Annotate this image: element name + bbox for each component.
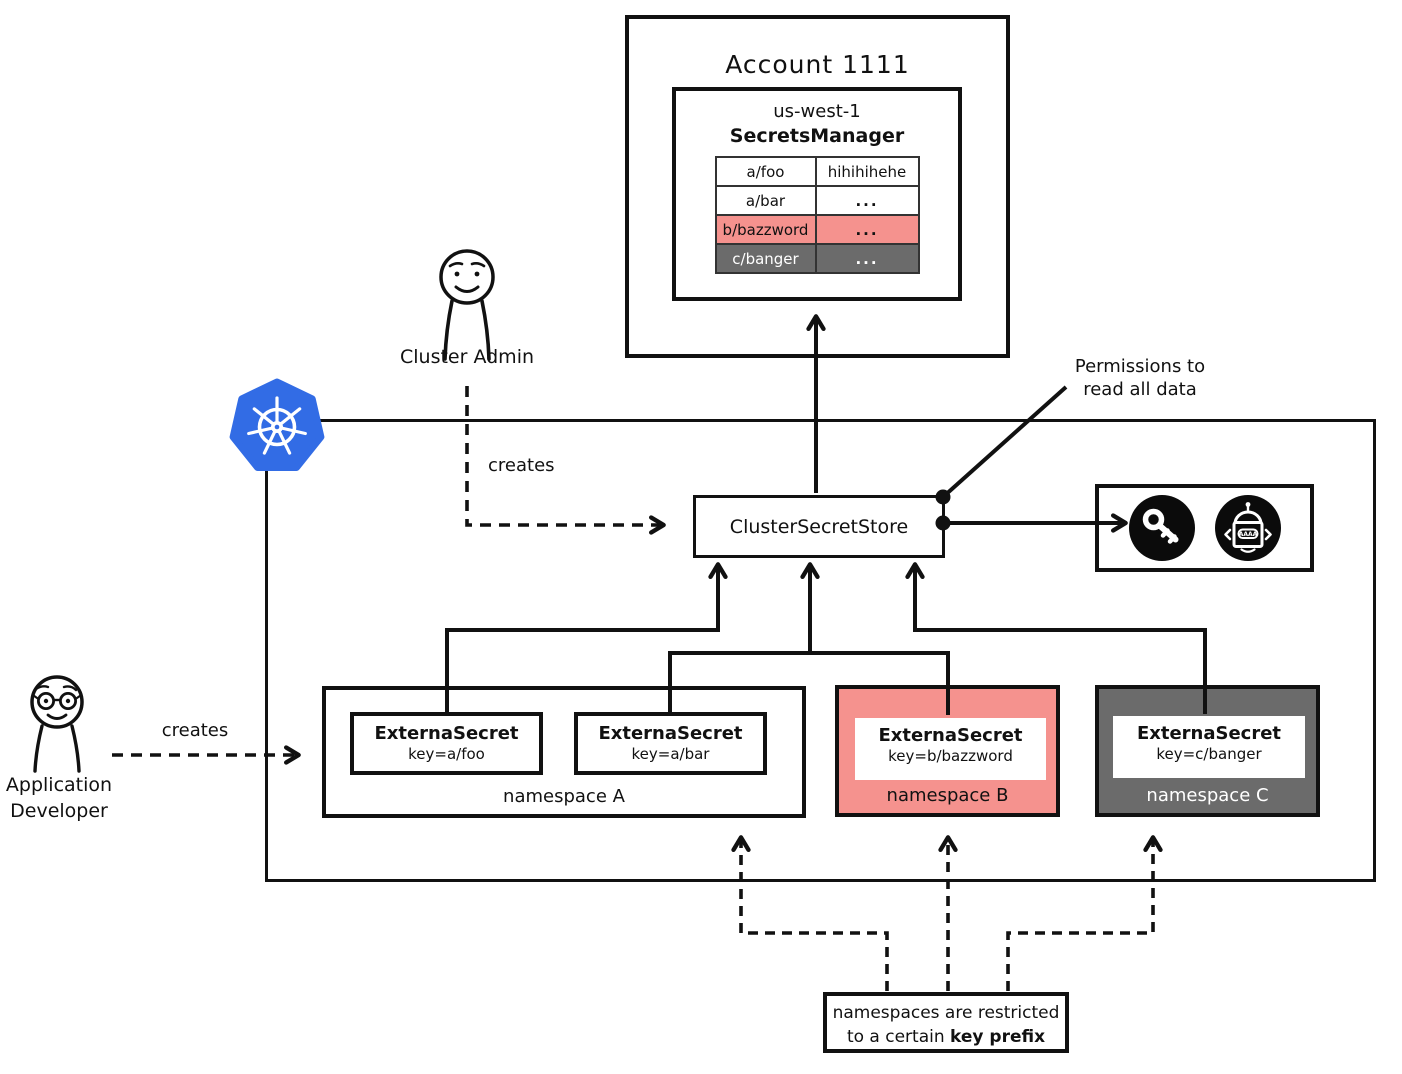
restriction-note-line2: to a certain key prefix	[846, 1027, 1046, 1047]
account-title: Account 1111	[725, 50, 910, 79]
robot-icon: AAAA	[1214, 495, 1281, 561]
cluster-secret-store-label: ClusterSecretStore	[729, 515, 909, 538]
application-developer-figure	[30, 675, 84, 773]
secret-value: ...	[814, 243, 920, 274]
permissions-note-line2: read all data	[1083, 379, 1197, 400]
namespace-c-box: ExternaSecret key=c/banger namespace C	[1095, 685, 1320, 817]
restriction-note-line1: namespaces are restricted	[832, 1003, 1060, 1023]
secret-value: ...	[814, 185, 920, 216]
secret-row: a/foo hihihihehe	[714, 156, 920, 187]
secret-row-highlight-gray: c/banger ...	[714, 243, 920, 274]
external-secret-box: ExternaSecret key=c/banger	[1113, 716, 1305, 778]
external-secret-box: ExternaSecret key=a/bar	[574, 712, 767, 775]
external-secret-box: ExternaSecret key=a/foo	[350, 712, 543, 775]
secret-key: c/banger	[714, 243, 817, 274]
namespace-a-label: namespace A	[503, 786, 625, 807]
cluster-secret-store-box: ClusterSecretStore	[693, 495, 945, 558]
secret-value: hihihihehe	[814, 156, 920, 187]
permissions-note-line1: Permissions to	[1074, 356, 1206, 377]
namespace-c-label: namespace C	[1146, 785, 1269, 806]
secret-row-highlight-pink: b/bazzword ...	[714, 214, 920, 245]
permissions-note: Permissions to read all data	[1050, 355, 1230, 401]
cluster-admin-figure	[439, 249, 495, 361]
developer-creates-label: creates	[161, 720, 229, 741]
region-secretsmanager-box: us-west-1 SecretsManager a/foo hihihiheh…	[672, 87, 962, 301]
namespace-b-label: namespace B	[886, 785, 1009, 806]
secrets-table: a/foo hihihihehe a/bar ... b/bazzword ..…	[714, 156, 920, 274]
region-label: us-west-1	[773, 101, 861, 122]
secret-value: ...	[814, 214, 920, 245]
namespace-a-box: ExternaSecret key=a/foo ExternaSecret ke…	[322, 686, 806, 818]
svg-text:AAAA: AAAA	[1238, 531, 1257, 538]
external-secret-box: ExternaSecret key=b/bazzword	[855, 718, 1046, 780]
secret-key: a/foo	[714, 156, 817, 187]
key-icon	[1128, 495, 1195, 561]
secret-key: a/bar	[714, 185, 817, 216]
secret-row: a/bar ...	[714, 185, 920, 216]
secrets-manager-label: SecretsManager	[729, 125, 905, 147]
admin-creates-label: creates	[488, 455, 555, 476]
restriction-note-box: namespaces are restricted to a certain k…	[823, 992, 1069, 1053]
application-developer-label: Application Developer	[5, 774, 113, 822]
credentials-box: AAAA	[1095, 484, 1314, 572]
cluster-admin-label: Cluster Admin	[399, 346, 535, 368]
secret-key: b/bazzword	[714, 214, 817, 245]
namespace-b-box: ExternaSecret key=b/bazzword namespace B	[835, 685, 1060, 817]
